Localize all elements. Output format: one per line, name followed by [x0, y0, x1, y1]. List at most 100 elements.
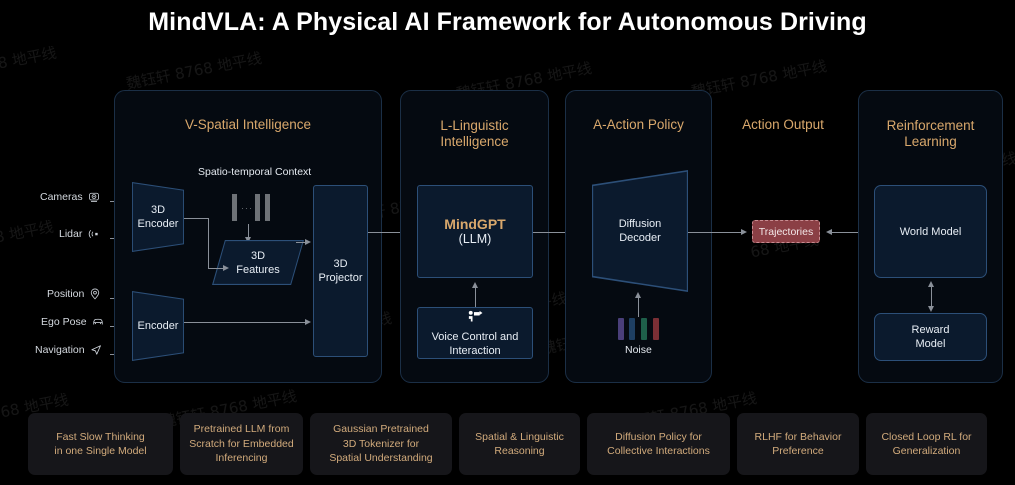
watermark: 魏钰轩 8768 地平线	[124, 49, 264, 93]
panel-title-text: A-Action Policy	[593, 117, 684, 132]
panel-title-rl: Reinforcement Learning	[858, 118, 1003, 150]
arrow-head-features-to-projector	[305, 238, 311, 245]
arrow-line-output-to-rl	[828, 232, 870, 233]
feature-card[interactable]: Diffusion Policy for Collective Interact…	[587, 413, 730, 475]
panel-title-text: Action Output	[742, 117, 824, 132]
page-title: MindVLA: A Physical AI Framework for Aut…	[148, 8, 867, 36]
node-diffusion-decoder[interactable]: Diffusion Decoder	[592, 170, 688, 292]
arrow-line-context-to-features	[248, 224, 249, 238]
feature-card[interactable]: Fast Slow Thinking in one Single Model	[28, 413, 173, 475]
node-label: 3D Encoder	[137, 204, 179, 230]
arrow-line-encoder3d-drop	[208, 218, 209, 268]
node-reward-model[interactable]: Reward Model	[874, 313, 987, 361]
node-voice-control[interactable]: Voice Control and Interaction	[417, 307, 533, 359]
feature-card-label: Spatial & Linguistic Reasoning	[475, 430, 564, 458]
arrow-line-encoder-to-projector	[184, 322, 308, 323]
feature-card-label: Closed Loop RL for Generalization	[881, 430, 972, 458]
input-label-text: Position	[47, 288, 85, 300]
node-encoder[interactable]: Encoder	[132, 291, 184, 361]
panel-title-text: Reinforcement Learning	[886, 118, 975, 149]
arrow-head-noise-to-diffusion	[634, 292, 641, 298]
input-label-lidar: Lidar	[59, 228, 99, 240]
feature-card[interactable]: Spatial & Linguistic Reasoning	[459, 413, 580, 475]
watermark: 68 地平线	[0, 217, 56, 249]
camera-icon	[88, 191, 100, 203]
feature-card-label: Diffusion Policy for Collective Interact…	[607, 430, 710, 458]
arrow-head-world-to-reward	[927, 306, 934, 312]
arrow-head-reward-to-world	[927, 281, 934, 287]
noise-bar	[629, 318, 635, 340]
input-label-navigation: Navigation	[35, 344, 102, 356]
noise-bar	[653, 318, 659, 340]
arrow-head-encoder-to-projector	[305, 318, 311, 325]
noise-bar	[641, 318, 647, 340]
node-3d-projector[interactable]: 3D Projector	[313, 185, 368, 357]
node-shape-fill	[132, 292, 184, 360]
node-label: Reward Model	[911, 324, 950, 350]
feature-card[interactable]: RLHF for Behavior Preference	[737, 413, 859, 475]
navigation-arrow-icon	[90, 344, 102, 356]
feature-card[interactable]: Closed Loop RL for Generalization	[866, 413, 987, 475]
mindgpt-sublabel: (LLM)	[458, 232, 492, 246]
input-label-text: Lidar	[59, 228, 83, 240]
arrow-head-voice-to-mindgpt	[471, 282, 478, 288]
panel-title-action: A-Action Policy	[565, 117, 712, 133]
node-shape-fill	[132, 183, 184, 251]
node-label: 3D Features	[236, 249, 280, 276]
input-label-ego-pose: Ego Pose	[41, 316, 104, 328]
arrow-head-action-to-output	[741, 228, 747, 235]
arrow-line-encoder3d-to-features	[208, 268, 224, 269]
feature-card-label: Pretrained LLM from Scratch for Embedded…	[189, 423, 294, 465]
mindgpt-label: MindGPT	[444, 216, 506, 232]
arrow-line-noise-to-diffusion	[638, 297, 639, 317]
arrow-line-world-reward	[931, 285, 932, 307]
node-3d-features[interactable]: 3D Features	[212, 240, 304, 285]
context-dots: ···	[241, 203, 253, 213]
node-3d-encoder[interactable]: 3D Encoder	[132, 182, 184, 252]
arrow-line-linguistic-to-action	[533, 232, 585, 233]
arrow-line-action-to-output	[688, 232, 743, 233]
panel-title-linguistic: L-Linguistic Intelligence	[400, 118, 549, 150]
panel-title-action-output: Action Output	[718, 117, 848, 133]
node-label: 3D Projector	[318, 258, 363, 284]
node-shape-fill	[593, 171, 687, 291]
node-label: Voice Control and Interaction	[431, 330, 519, 357]
node-world-model[interactable]: World Model	[874, 185, 987, 278]
input-label-cameras: Cameras	[40, 191, 100, 203]
map-pin-icon	[89, 288, 101, 300]
car-icon	[92, 316, 104, 328]
context-bar	[232, 194, 237, 221]
input-label-position: Position	[47, 288, 101, 300]
feature-card-label: Gaussian Pretrained 3D Tokenizer for Spa…	[329, 423, 433, 465]
feature-card-label: RLHF for Behavior Preference	[754, 430, 842, 458]
feature-card[interactable]: Pretrained LLM from Scratch for Embedded…	[180, 413, 303, 475]
spatio-temporal-context-label: Spatio-temporal Context	[198, 166, 312, 178]
node-label: World Model	[899, 225, 962, 238]
noise-bar	[618, 318, 624, 340]
panel-title-spatial: V-Spatial Intelligence	[114, 117, 382, 133]
arrow-head-encoder3d-to-features	[223, 264, 229, 271]
node-label: Encoder	[137, 320, 179, 332]
input-label-text: Navigation	[35, 344, 85, 356]
watermark: 68 地平线	[0, 43, 59, 75]
node-label: Trajectories	[758, 225, 814, 238]
node-mindgpt[interactable]: MindGPT (LLM)	[417, 185, 533, 278]
node-shape-fill	[213, 241, 303, 284]
panel-title-text: V-Spatial Intelligence	[184, 117, 312, 132]
input-label-text: Ego Pose	[41, 316, 87, 328]
node-trajectories[interactable]: Trajectories	[752, 220, 820, 243]
arrow-line-voice-to-mindgpt	[475, 287, 476, 309]
context-bar	[255, 194, 260, 221]
panel-title-text: L-Linguistic Intelligence	[440, 118, 509, 149]
context-bar	[265, 194, 270, 221]
input-label-text: Cameras	[40, 191, 83, 203]
node-label: Diffusion Decoder	[618, 218, 662, 244]
lidar-waves-icon	[87, 228, 99, 240]
voice-control-icon	[467, 309, 484, 327]
noise-label: Noise	[625, 344, 652, 356]
feature-card[interactable]: Gaussian Pretrained 3D Tokenizer for Spa…	[310, 413, 452, 475]
arrow-line-spatial-to-linguistic	[368, 232, 418, 233]
arrow-head-rl-to-output	[826, 228, 832, 235]
feature-card-label: Fast Slow Thinking in one Single Model	[54, 430, 147, 458]
